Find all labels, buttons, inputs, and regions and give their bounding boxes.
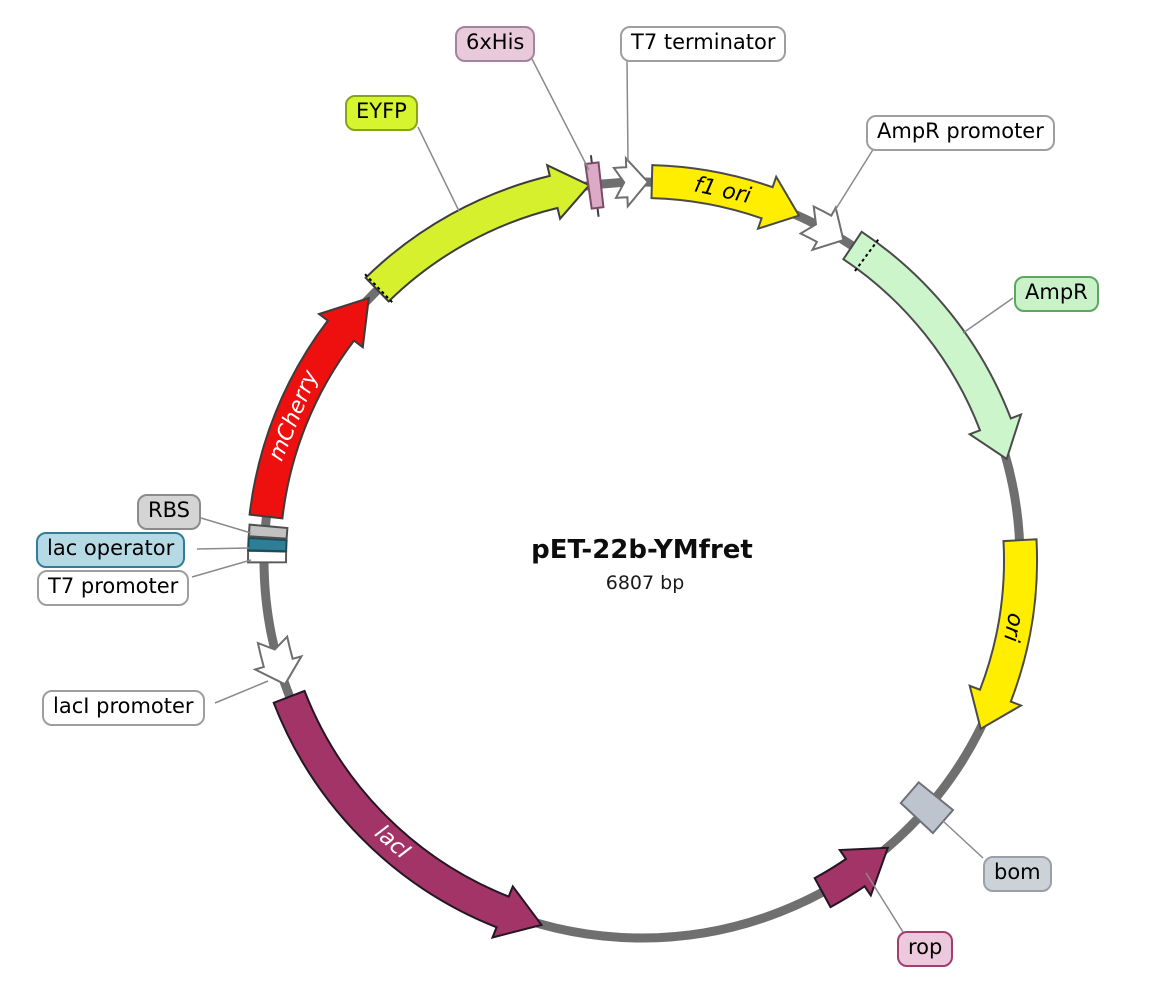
plasmid-size: 6807 bp xyxy=(605,572,685,594)
feature-lac-operator[interactable] xyxy=(247,536,288,553)
eyfp-junction-dotted-line xyxy=(364,273,393,303)
feature-ampr-promoter[interactable] xyxy=(798,204,845,252)
bom-leader-line xyxy=(942,820,984,859)
lac-operator-leader-line xyxy=(196,547,250,550)
t7-terminator-leader-line xyxy=(626,58,629,163)
label-t7-promoter[interactable]: T7 promoter xyxy=(37,570,190,607)
ampr-leader-line xyxy=(962,297,1014,334)
feature-t7-terminator[interactable] xyxy=(612,155,650,209)
ori-arc-text: ori xyxy=(998,611,1028,644)
label-rbs[interactable]: RBS xyxy=(137,494,201,531)
ampr-promoter-leader-line xyxy=(833,147,875,213)
plasmid-title: pET-22b-YMfret xyxy=(531,535,753,565)
label-ampr-promoter[interactable]: AmpR promoter xyxy=(866,115,1055,152)
feature-laci[interactable] xyxy=(272,689,544,939)
label-ampr[interactable]: AmpR xyxy=(1014,276,1099,313)
feature-ori[interactable] xyxy=(968,538,1039,731)
feature-eyfp[interactable] xyxy=(364,163,591,303)
feature-rbs[interactable] xyxy=(247,523,289,540)
feature-t7-promoter[interactable] xyxy=(246,549,288,564)
eyfp-leader-line xyxy=(417,126,460,212)
label-laci-promoter[interactable]: lacI promoter xyxy=(42,690,205,727)
label-eyfp[interactable]: EYFP xyxy=(345,95,418,132)
label-t7-terminator[interactable]: T7 terminator xyxy=(620,26,787,63)
label-rop[interactable]: rop xyxy=(897,931,954,968)
his6-leader-line xyxy=(531,58,590,171)
feature-his6[interactable] xyxy=(584,161,605,210)
t7-promoter-leader-line xyxy=(191,559,252,578)
laci-promoter-leader-line xyxy=(214,680,269,704)
label-6xhis[interactable]: 6xHis xyxy=(455,26,536,63)
feature-bom[interactable] xyxy=(899,781,955,835)
label-lac-operator[interactable]: lac operator xyxy=(36,532,186,569)
label-bom[interactable]: bom xyxy=(983,856,1052,893)
feature-mcherry[interactable] xyxy=(248,296,370,520)
feature-ampr[interactable] xyxy=(842,230,1023,461)
rop-leader-line xyxy=(865,872,904,933)
ampr-junction-dotted-line xyxy=(854,239,880,272)
rbs-leader-line xyxy=(200,517,252,534)
feature-rop[interactable] xyxy=(813,846,890,909)
feature-f1-ori[interactable] xyxy=(650,164,801,231)
feature-laci-promoter[interactable] xyxy=(252,634,304,686)
